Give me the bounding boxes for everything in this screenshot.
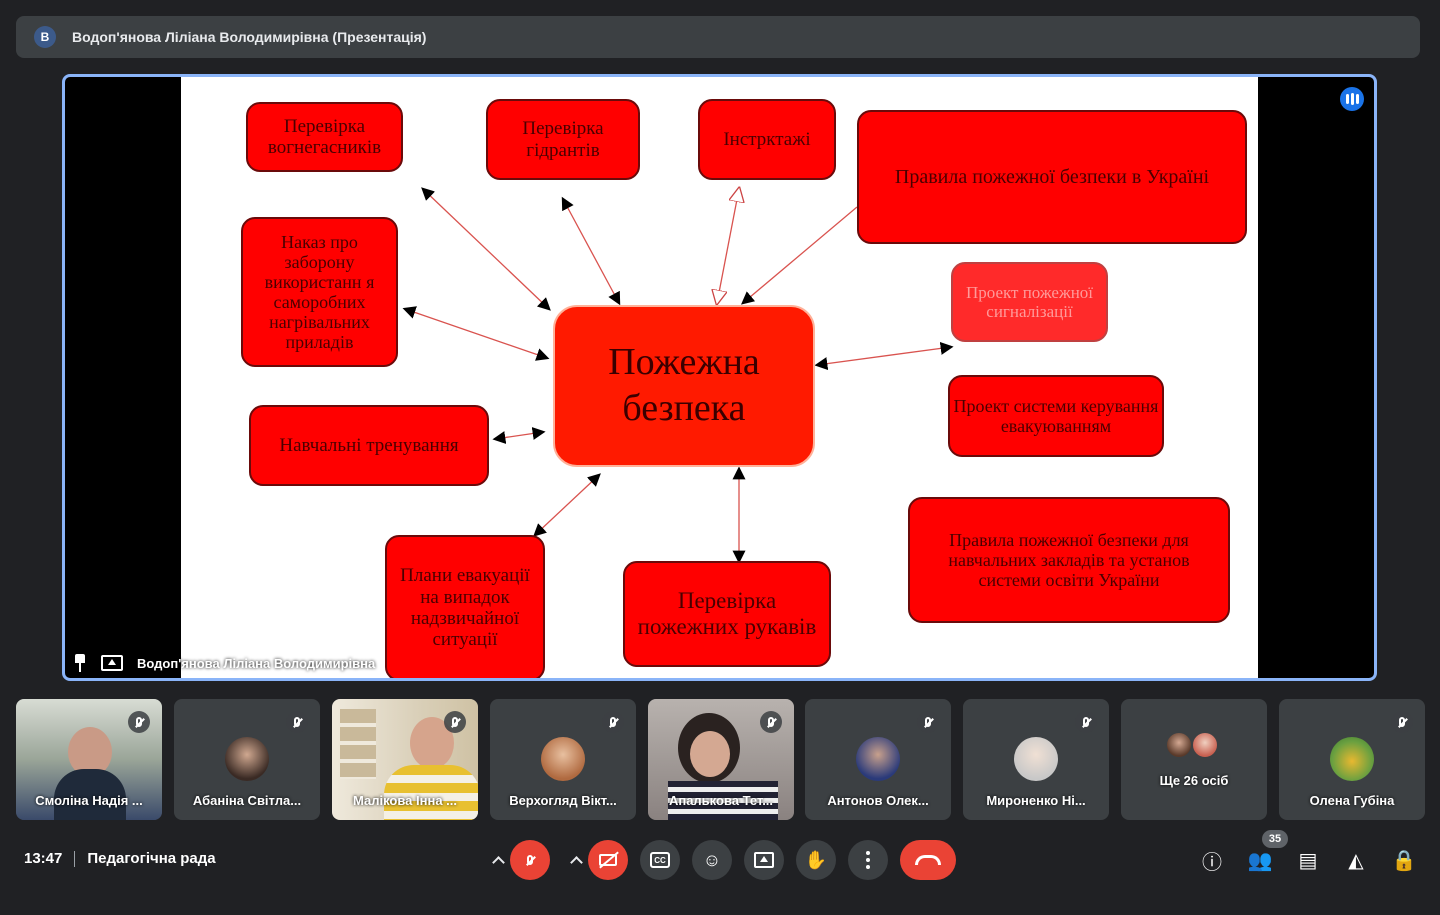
slide-arrows [402,77,954,564]
more-options-button[interactable] [848,840,888,880]
presentation-stage[interactable]: Перевірка вогнегасників Перевірка гідран… [62,74,1377,681]
more-participants-label: Ще 26 осіб [1159,773,1229,788]
participant-avatar [1330,737,1374,781]
presenter-bar: В Водоп'янова Ліліана Володимирівна (Пре… [16,16,1420,58]
stage-presenter-name: Водоп'янова Ліліана Володимирівна [137,655,376,671]
participant-avatar [225,737,269,781]
presenter-avatar: В [34,26,56,48]
participant-name: Антонов Олек... [827,793,929,808]
present-screen-button[interactable] [744,840,784,880]
box-training-drills: Навчальні тренування [249,405,489,486]
reactions-button[interactable]: ☺ [692,840,732,880]
activities-button[interactable]: ◭ [1342,846,1370,874]
meeting-info: 13:47 Педагогічна рада [24,850,216,867]
box-heater-ban-order: Наказ про заборону використанн я самороб… [241,217,398,367]
chat-icon: ▤ [1298,849,1318,872]
audio-options-chevron-icon[interactable] [486,848,510,872]
clock-time: 13:47 [24,850,63,867]
participant-name: Верхогляд Вікт... [509,793,617,808]
presenting-icon [101,655,123,671]
participant-tile[interactable]: Антонов Олек... [805,699,951,820]
participant-name: Олена Губіна [1309,793,1395,808]
more-participants-avatars [1165,731,1225,759]
slide: Перевірка вогнегасників Перевірка гідран… [181,77,1258,678]
lock-person-icon: 🔒 [1391,849,1417,872]
participant-tile[interactable]: Смоліна Надія ... [16,699,162,820]
camera-off-icon [599,854,617,866]
captions-icon: CC [650,852,670,868]
participant-name: Смоліна Надія ... [35,793,143,808]
box-fire-hoses: Перевірка пожежних рукавів [623,561,831,667]
people-icon: 👥 [1247,849,1273,872]
box-evacuation-control-project: Проект системи керування евакуюванням [948,375,1164,457]
box-evacuation-plans: Плани евакуації на випадок надзвичайної … [385,535,545,678]
shapes-icon: ◭ [1348,849,1364,872]
participant-name: Апалькова Тет... [668,793,774,808]
participant-tile[interactable]: Мироненко Ні... [963,699,1109,820]
mic-off-icon [760,711,782,733]
mic-off-icon [602,711,624,733]
emoji-icon: ☺ [702,849,722,870]
participant-avatar [541,737,585,781]
mic-off-icon [286,711,308,733]
present-icon [754,852,774,868]
chat-button[interactable]: ▤ [1294,846,1322,874]
participant-count-badge: 35 [1262,830,1288,848]
participant-name: Мироненко Ні... [986,793,1086,808]
mic-off-icon [1391,711,1413,733]
box-hydrants: Перевірка гідрантів [486,99,640,180]
stage-footer: Водоп'янова Ліліана Володимирівна [73,654,375,672]
more-participants-tile[interactable]: Ще 26 осіб [1121,699,1267,820]
bottom-toolbar: 13:47 Педагогічна рада CC ☺ ✋ ⓘ 35 👥 ▤ ◭… [0,830,1440,890]
leave-call-button[interactable] [900,840,956,880]
raise-hand-button[interactable]: ✋ [796,840,836,880]
camera-toggle-button[interactable] [588,840,628,880]
participant-name: Абаніна Світла... [192,793,302,808]
box-fire-rules-ukraine: Правила пожежної безпеки в Україні [857,110,1247,244]
meeting-details-button[interactable]: ⓘ [1198,846,1226,874]
participant-tile[interactable]: Абаніна Світла... [174,699,320,820]
mic-off-icon [444,711,466,733]
mic-off-icon [1075,711,1097,733]
video-options-chevron-icon[interactable] [564,848,588,872]
box-fire-rules-education: Правила пожежної безпеки для навчальних … [908,497,1230,623]
meeting-name: Педагогічна рада [87,850,216,867]
box-fire-extinguishers: Перевірка вогнегасників [246,102,403,172]
more-vert-icon [866,851,870,869]
participant-avatar [1014,737,1058,781]
box-instructions: Інстрктажі [698,99,836,180]
hand-icon: ✋ [804,849,828,870]
participant-tile[interactable]: Малікова Інна ... [332,699,478,820]
pin-icon[interactable] [73,654,87,672]
box-fire-safety-center: Пожежна безпека [553,305,815,467]
phone-hangup-icon [915,855,941,865]
mic-off-icon [917,711,939,733]
host-controls-button[interactable]: 🔒 [1390,846,1418,874]
captions-button[interactable]: CC [640,840,680,880]
mic-off-icon [128,711,150,733]
participant-tile[interactable]: Апалькова Тет... [648,699,794,820]
people-button[interactable]: 👥 [1246,846,1274,874]
box-fire-alarm-project: Проект пожежної сигналізації [951,262,1108,342]
divider [74,850,76,867]
info-icon: ⓘ [1202,851,1222,874]
speaking-indicator-icon [1340,87,1364,111]
participant-name: Малікова Інна ... [352,793,458,808]
mic-toggle-button[interactable] [510,840,550,880]
participant-tile[interactable]: Олена Губіна [1279,699,1425,820]
presentation-title: Водоп'янова Ліліана Володимирівна (Презе… [72,29,427,45]
participant-avatar [856,737,900,781]
participant-tile[interactable]: Верхогляд Вікт... [490,699,636,820]
